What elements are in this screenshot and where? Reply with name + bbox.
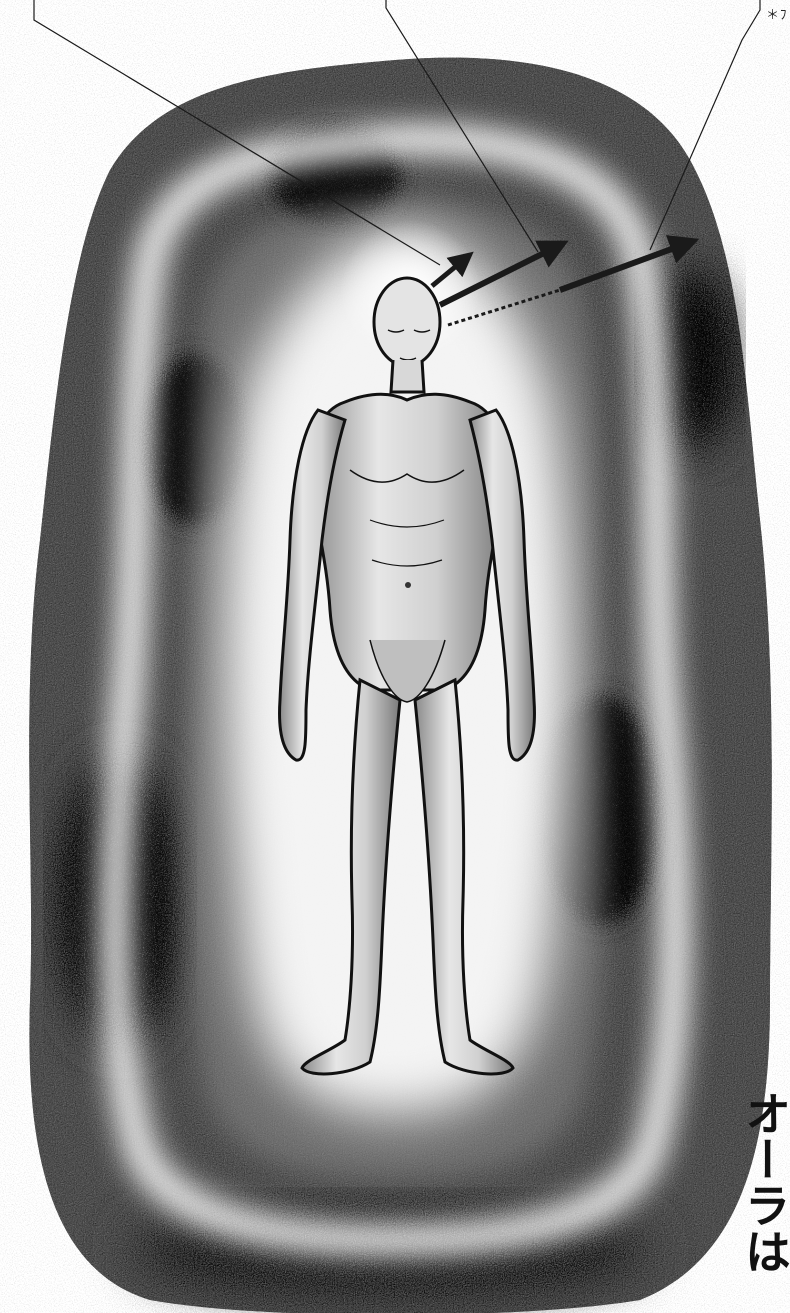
head (374, 278, 440, 366)
corner-mark: ＊ﾌ (766, 4, 788, 23)
vertical-caption: オーラは (740, 1090, 790, 1313)
